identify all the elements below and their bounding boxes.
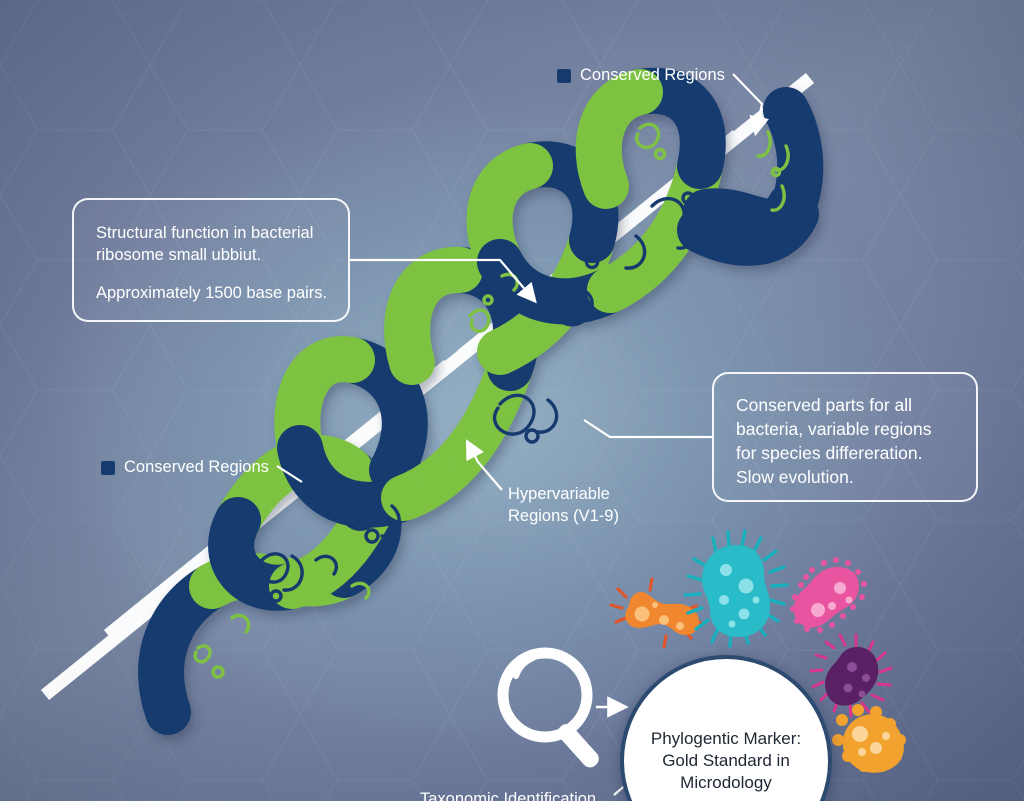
hypervariable-line1: Hypervariable	[508, 485, 610, 503]
legend-conserved-regions-top: Conserved Regions	[557, 66, 725, 85]
marker-line3: Microdology	[680, 773, 772, 793]
label-hypervariable-regions: Hypervariable Regions (V1-9)	[508, 483, 619, 528]
marker-line1: Phylogentic Marker:	[650, 728, 802, 748]
amber-bacterium	[832, 704, 906, 773]
callout-left-line1: Structural function in bacterial ribosom…	[96, 224, 314, 265]
legend-bottom-label: Conserved Regions	[124, 458, 269, 476]
orange-bacterium	[609, 577, 703, 649]
callout-left-line2: Approximately 1500 base pairs.	[96, 283, 328, 302]
teal-bacterium	[683, 529, 789, 648]
callout-right-text: Conserved parts for all bacteria, variab…	[736, 395, 932, 487]
marker-line2: Gold Standard in	[662, 750, 790, 770]
hypervariable-line2: Regions (V1-9)	[508, 507, 619, 526]
purple-bacterium	[809, 633, 893, 718]
legend-top-label: Conserved Regions	[580, 66, 725, 84]
label-taxonomic-identification: Taxonomic Identification	[420, 790, 597, 801]
callout-structural-function: Structural function in bacterial ribosom…	[72, 198, 350, 322]
legend-conserved-regions-bottom: Conserved Regions	[101, 458, 269, 477]
legend-swatch-icon	[101, 460, 115, 475]
pink-bacterium	[790, 557, 867, 633]
legend-swatch-icon	[557, 68, 571, 83]
callout-conserved-parts: Conserved parts for all bacteria, variab…	[712, 372, 978, 502]
